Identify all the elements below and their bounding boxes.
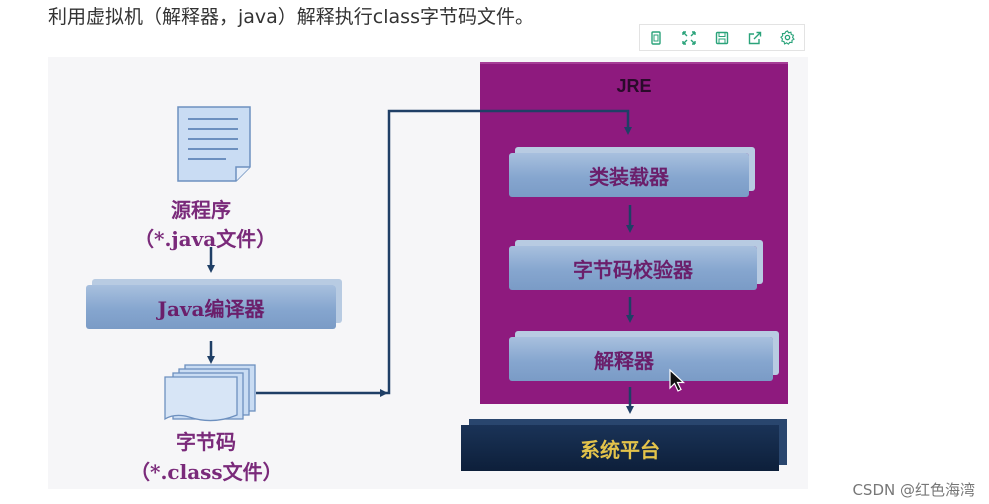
- bytecode-files-icon: [164, 364, 256, 422]
- bytecode-ext-label: （*.class文件）: [130, 460, 283, 484]
- system-platform-label: 系统平台: [580, 437, 660, 462]
- bytecode-verifier-label: 字节码校验器: [573, 257, 693, 282]
- bytecode-verifier-block: 字节码校验器: [509, 246, 757, 290]
- system-platform-block: 系统平台: [461, 425, 779, 471]
- share-button[interactable]: [744, 27, 766, 49]
- copy-icon: [651, 30, 662, 45]
- bytecode-verifier-block-shape: [509, 246, 757, 290]
- source-document-icon: [177, 106, 251, 182]
- compiler-block: Java编译器: [86, 285, 336, 329]
- flow-arrows: [207, 109, 634, 414]
- source-ext-label: （*.java文件）: [134, 227, 277, 251]
- settings-button[interactable]: [777, 27, 799, 49]
- csdn-watermark: CSDN @红色海湾: [852, 481, 975, 499]
- interpreter-block: 解释器: [509, 337, 773, 381]
- share-icon: [748, 31, 761, 44]
- expand-button[interactable]: [678, 27, 700, 49]
- class-loader-block: 类装载器: [509, 153, 749, 197]
- expand-icon: [682, 30, 696, 45]
- copy-button[interactable]: [645, 27, 667, 49]
- jre-title: JRE: [616, 76, 652, 96]
- mouse-cursor-icon: [669, 368, 686, 392]
- settings-icon: [780, 30, 795, 45]
- image-toolbar: [639, 24, 805, 51]
- save-icon: [715, 31, 729, 44]
- interpreter-block-shape: [509, 337, 773, 381]
- bytecode-label: 字节码: [176, 430, 236, 454]
- interpreter-label: 解释器: [594, 348, 654, 373]
- save-button[interactable]: [711, 27, 733, 49]
- compiler-block-shape: [86, 285, 336, 329]
- class-loader-block-shape: [509, 153, 749, 197]
- article-caption: 利用虚拟机（解释器，java）解释执行class字节码文件。: [48, 6, 534, 28]
- class-loader-label: 类装载器: [589, 164, 669, 189]
- source-label: 源程序: [171, 198, 231, 222]
- jvm-execution-diagram: 源程序 （*.java文件） Java编译器 字节码 （*.class文件） J…: [48, 57, 808, 489]
- compiler-label: Java编译器: [157, 296, 265, 321]
- arrow-bytecode-to-class-loader: [382, 109, 632, 395]
